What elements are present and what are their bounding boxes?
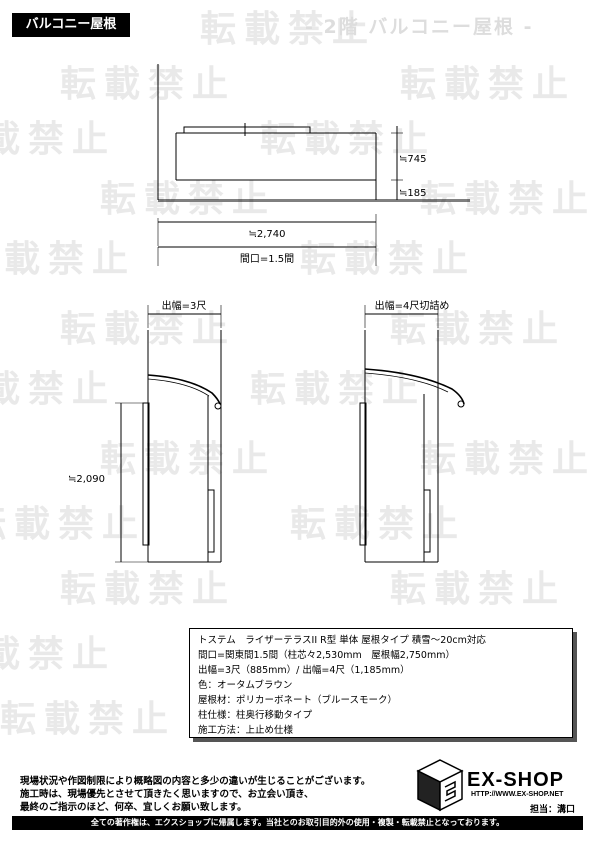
- post-base: [423, 489, 431, 553]
- dimension-label: ≒745: [399, 154, 426, 165]
- spec-line: 屋根材：ポリカーボネート（ブルースモーク）: [198, 695, 398, 706]
- note-line: 施工時は、現場優先とさせて頂きたく思いますので、お立会い頂き、: [20, 789, 314, 800]
- logo-name: EX-SHOP: [467, 769, 565, 791]
- spec-line: 間口=関東間1.5間（柱芯々2,530mm 屋根幅2,750mm）: [198, 650, 455, 661]
- gutter: [457, 400, 465, 408]
- dimension-label: ≒2,740: [248, 229, 285, 240]
- note-line: 最終のご指示のほど、何卒、宜しくお願い致します。: [20, 802, 247, 813]
- spec-line: 色：オータムブラウン: [198, 680, 293, 691]
- roof-curve: [364, 368, 465, 405]
- section-tab: バルコニー屋根: [12, 13, 130, 37]
- notes: 現場状況や作図制限により概略図の内容と多少の違いが生じることがございます。 施工…: [20, 775, 410, 814]
- roof-panel: [183, 126, 311, 134]
- spec-line: トステム ライザーテラスII R型 単体 屋根タイプ 積雪～20cm対応: [198, 635, 486, 646]
- dimension-label: ≒2,090: [68, 474, 105, 485]
- staff-label: 担当：溝口: [529, 805, 575, 815]
- roof-curve: [147, 374, 221, 405]
- post-base: [207, 489, 215, 553]
- page-title: - 2階 バルコニー屋根 -: [305, 16, 534, 38]
- dimension-label: ≒185: [399, 188, 426, 199]
- spec-line: 出幅=3尺（885mm）/ 出幅=4尺（1,185mm）: [198, 665, 410, 676]
- exshop-logo: EX-SHOP HTTP://WWW.EX-SHOP.NET 担当：溝口: [415, 757, 585, 815]
- spec-line: 施工方法：上止め仕様: [198, 725, 294, 736]
- gutter: [214, 402, 222, 410]
- side-panel: [359, 402, 367, 546]
- copyright-footer: 全ての著作権は、エクスショップに帰属します。当社とのお取引目的外の使用・複製・転…: [12, 816, 583, 830]
- cube-logo-icon: [416, 759, 464, 812]
- projection-label: 出幅=4尺切詰め: [375, 299, 450, 312]
- spec-line: 柱仕様：柱奥行移動タイプ: [198, 710, 313, 721]
- note-line: 現場状況や作図制限により概略図の内容と多少の違いが生じることがございます。: [20, 776, 371, 787]
- side-panel: [142, 402, 150, 546]
- dimension-label: 間口=1.5間: [240, 253, 294, 265]
- spec-box: トステム ライザーテラスII R型 単体 屋根タイプ 積雪～20cm対応 間口=…: [189, 628, 573, 738]
- projection-label: 出幅=3尺: [162, 299, 207, 312]
- logo-url: HTTP://WWW.EX-SHOP.NET: [471, 791, 564, 798]
